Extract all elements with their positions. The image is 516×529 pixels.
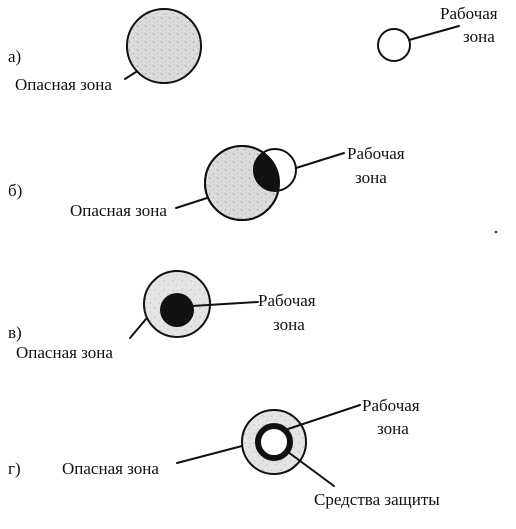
panel-b-work-label-line1: Рабочая — [347, 144, 405, 163]
panel-g-protection-label: Средства защиты — [314, 490, 440, 509]
panel-a: а) Опасная зона Рабочая зона — [8, 4, 498, 94]
panel-a-work-zone — [377, 28, 411, 62]
panel-b-danger-leader — [175, 197, 208, 209]
panel-b-overlap-area — [254, 149, 279, 191]
panel-g-letter: г) — [8, 459, 21, 478]
panel-a-work-leader — [408, 25, 460, 41]
panel-a-danger-leader — [124, 71, 137, 80]
panel-a-danger-label: Опасная зона — [15, 75, 112, 94]
panel-a-work-label-line2: зона — [463, 27, 495, 46]
panel-v-work-label-line2: зона — [273, 315, 305, 334]
panel-a-work-label-line1: Рабочая — [440, 4, 498, 23]
panel-v-danger-label: Опасная зона — [16, 343, 113, 362]
panel-v-letter: в) — [8, 323, 22, 342]
panel-b-work-leader — [295, 152, 345, 169]
panel-v-work-leader — [191, 301, 259, 307]
panel-g-danger-label: Опасная зона — [62, 459, 159, 478]
panel-g-danger-leader — [176, 445, 243, 464]
panel-g-protection-ring — [255, 423, 293, 461]
panel-v-danger-leader — [129, 318, 147, 339]
panel-g-work-label-line2: зона — [377, 419, 409, 438]
panel-a-letter: а) — [8, 47, 21, 66]
panel-b-letter: б) — [8, 181, 22, 200]
panel-b-danger-outline — [204, 145, 280, 221]
panel-g-work-label-line1: Рабочая — [362, 396, 420, 415]
panel-g-work-leader — [284, 404, 361, 431]
panel-v-work-label-line1: Рабочая — [258, 291, 316, 310]
stray-dot — [494, 230, 498, 234]
panel-g: г) Рабочая зона Опасная зона Средства за… — [8, 396, 440, 509]
panel-v-work-zone — [160, 293, 194, 327]
panel-b-danger-label: Опасная зона — [70, 201, 167, 220]
panel-g-protection-leader — [287, 451, 335, 487]
panel-b-work-label-line2: зона — [355, 168, 387, 187]
panel-v: в) Рабочая зона Опасная зона — [8, 270, 316, 362]
panel-a-danger-zone — [126, 8, 202, 84]
panel-b: б) Рабочая зона Опасная зона — [8, 144, 405, 221]
